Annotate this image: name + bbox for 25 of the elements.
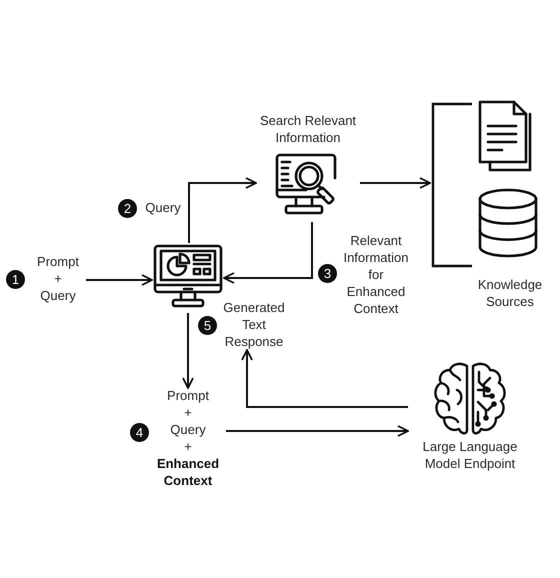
node-text: Enhanced Context xyxy=(156,455,220,489)
node-text: Generated Text Response xyxy=(222,298,286,350)
node-text: Prompt xyxy=(167,387,209,404)
arrow xyxy=(182,313,194,389)
plus-sign: + xyxy=(184,438,192,455)
step-number: 3 xyxy=(318,264,337,283)
arrow xyxy=(86,274,153,286)
plus-sign: + xyxy=(184,404,192,421)
node-text: Large Language Model Endpoint xyxy=(422,438,518,472)
step-number: 5 xyxy=(198,316,217,335)
plus-sign: + xyxy=(54,270,62,286)
node-text: Search Relevant Information xyxy=(258,112,358,146)
arrow xyxy=(241,349,408,408)
arrow xyxy=(226,425,409,437)
step-number: 4 xyxy=(130,423,149,442)
node-text: Knowledge Sources xyxy=(476,276,544,310)
node-text: Query xyxy=(170,421,206,438)
arrow xyxy=(188,177,257,243)
step-number: 2 xyxy=(118,199,137,218)
step-number: 1 xyxy=(6,270,25,289)
arrow xyxy=(360,177,431,189)
node-text: Prompt xyxy=(37,252,79,270)
database-icon xyxy=(476,188,540,258)
node-text: Query xyxy=(40,286,76,304)
arrow xyxy=(223,222,313,284)
